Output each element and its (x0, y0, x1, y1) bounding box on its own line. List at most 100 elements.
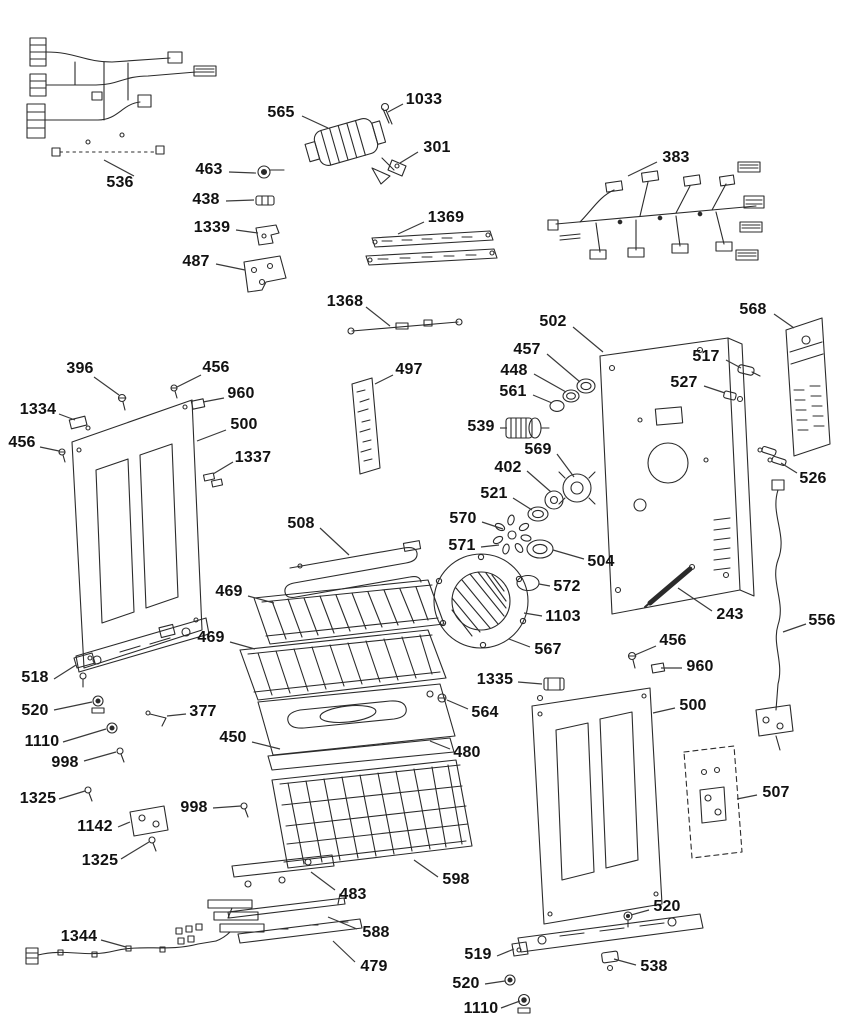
left-panel-bottom-rail (75, 617, 210, 673)
leader-line-561-15 (532, 394, 553, 404)
broil-element-508 (284, 540, 422, 598)
screw-998-left (116, 747, 125, 763)
leader-line-479-61 (332, 940, 356, 963)
ring-504 (526, 539, 554, 559)
leader-line-998-48 (83, 751, 117, 762)
mounting-plate-487 (243, 255, 287, 293)
bracket-301 (387, 159, 407, 177)
leader-line-497-28 (374, 374, 394, 385)
wire-rod-1368 (347, 318, 463, 335)
fan-blade-570-571 (492, 514, 532, 555)
leader-line-570-30 (481, 521, 504, 530)
grommet-520-bottom (504, 974, 516, 986)
leader-line-518-45 (53, 664, 77, 680)
wiring-harness-536 (26, 37, 217, 157)
corner-bracket-518 (73, 652, 96, 688)
motor-mount-569 (558, 471, 596, 505)
leader-line-526-40 (780, 462, 798, 474)
leader-line-469-38 (229, 641, 256, 650)
screw-456-left (58, 448, 66, 463)
bracket-519 (511, 941, 529, 957)
insulation-strip-497 (351, 377, 381, 475)
screw-456-top (170, 384, 178, 399)
leader-line-469-37 (247, 595, 275, 604)
rear-cover-568 (785, 317, 831, 457)
leader-line-480-53 (429, 740, 451, 750)
leader-line-243-39 (677, 587, 713, 612)
leader-line-556-41 (782, 623, 807, 633)
bracket-kit-507 (683, 745, 743, 859)
leader-line-483-58 (310, 871, 336, 891)
leader-line-1369-8 (397, 221, 425, 235)
leader-line-448-14 (533, 373, 567, 393)
grommet-520-left (91, 695, 105, 714)
leader-line-960-23 (202, 397, 225, 403)
leader-line-520-66 (484, 980, 506, 985)
left-side-panel-500 (71, 399, 203, 669)
leader-line-569-19 (556, 453, 575, 478)
leader-line-487-7 (215, 263, 246, 271)
leader-line-564-51 (446, 699, 469, 710)
rail-588 (227, 893, 346, 919)
leader-line-536-0 (103, 159, 135, 177)
leader-line-1335-52 (517, 681, 543, 685)
leader-line-598-59 (413, 859, 439, 878)
bracket-1142 (129, 805, 169, 837)
leader-line-1103-35 (523, 612, 543, 617)
leader-line-508-32 (319, 527, 350, 556)
leader-line-457-13 (546, 353, 581, 383)
leader-line-521-29 (512, 497, 533, 511)
clip-960-left (190, 398, 206, 410)
screw-456-right (627, 651, 637, 669)
grommet-1110-bottom (517, 993, 531, 1014)
leader-line-517-16 (725, 359, 742, 369)
leader-line-456-22 (176, 374, 202, 388)
leader-line-572-34 (538, 583, 551, 587)
rear-panel-502 (599, 337, 755, 615)
grommet-463 (257, 165, 285, 179)
leader-line-301-3 (399, 151, 419, 164)
leader-line-396-21 (93, 376, 120, 396)
clip-538 (601, 950, 619, 972)
screw-1325-lower (148, 836, 157, 852)
gasket-572 (516, 574, 540, 592)
screw-520-right (623, 911, 633, 928)
clip-960-right (650, 662, 666, 674)
leader-line-565-1 (301, 115, 329, 129)
right-side-panel-500 (531, 687, 663, 925)
leader-line-519-64 (496, 948, 515, 957)
screws-526 (757, 445, 787, 467)
wiring-harness-383 (547, 161, 765, 261)
bearing-rings-457-448-561 (549, 378, 596, 412)
leader-line-402-20 (526, 470, 552, 493)
trim-483 (231, 854, 335, 888)
leader-line-527-17 (703, 385, 726, 394)
leader-line-998-56 (212, 805, 242, 809)
leader-line-588-60 (327, 916, 358, 930)
leader-line-1337-27 (212, 461, 234, 475)
clip-438 (255, 195, 275, 206)
leader-line-538-67 (613, 958, 637, 966)
support-rails-1369 (365, 230, 498, 266)
screw-1325-upper (84, 786, 93, 802)
screw-517 (737, 364, 761, 377)
screw-396 (117, 393, 127, 411)
handle-rod-243 (644, 563, 696, 608)
leader-line-1110-68 (500, 1000, 521, 1009)
fan-cover-567 (433, 553, 529, 649)
oven-rack-469-lower (239, 629, 447, 701)
bracket-1334 (68, 415, 91, 431)
leader-line-456-26 (39, 446, 60, 452)
bracket-1339 (255, 224, 280, 246)
bottom-panel-480 (267, 737, 455, 771)
leader-line-1033-2 (387, 103, 404, 113)
leader-line-502-11 (572, 326, 604, 353)
leader-line-500-44 (652, 707, 676, 714)
oven-rack-469-upper (253, 579, 445, 645)
leader-line-567-36 (508, 638, 531, 648)
wire-conduit-556 (755, 479, 794, 751)
leader-line-377-49 (166, 713, 187, 717)
leader-line-500-25 (196, 429, 227, 442)
